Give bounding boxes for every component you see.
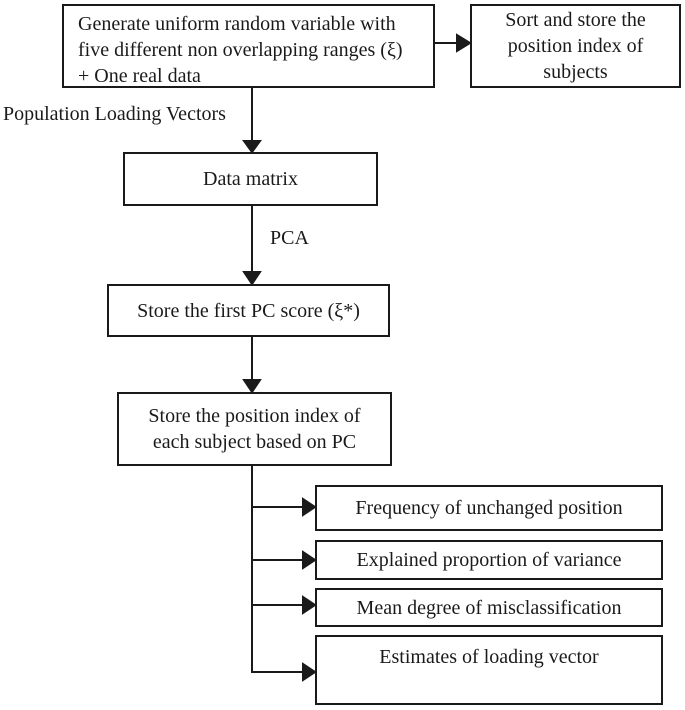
node-misclassification-label: Mean degree of misclassification [356, 596, 622, 619]
node-sort-line-1: Sort and store the [505, 9, 646, 31]
arrow-pcscore-to-positionindex-head [242, 379, 262, 394]
node-estimates-loading-vector: Estimates of loading vector [315, 635, 663, 705]
label-pca: PCA [270, 227, 309, 249]
node-position-index-line-2: each subject based on PC [152, 431, 357, 453]
arrow-to-misclassification-head [302, 595, 317, 615]
node-generate-line-3: + One real data [78, 65, 201, 87]
label-population-loading-vectors: Population Loading Vectors [3, 103, 226, 125]
arrow-generate-to-sort-head [456, 33, 472, 53]
node-generate-random-variable: Generate uniform random variable with fi… [62, 4, 435, 88]
node-sort-line-2: position index of [507, 35, 644, 57]
node-generate-line-1: Generate uniform random variable with [78, 13, 396, 35]
node-data-matrix: Data matrix [123, 152, 378, 206]
node-mean-degree-misclassification: Mean degree of misclassification [315, 588, 663, 627]
node-first-pc-score-label: Store the first PC score (ξ*) [137, 299, 360, 322]
arrow-to-explained-head [302, 550, 317, 570]
node-position-index: Store the position index of each subject… [117, 392, 392, 466]
node-frequency-unchanged-position: Frequency of unchanged position [315, 485, 663, 531]
arrow-to-estimates-head [302, 662, 317, 682]
node-explained-label: Explained proportion of variance [356, 549, 622, 571]
arrow-datamatrix-to-pcscore-head [242, 271, 262, 286]
arrow-to-frequency-head [302, 497, 317, 517]
node-data-matrix-label: Data matrix [203, 168, 298, 190]
node-sort-line-3: subjects [543, 61, 608, 83]
arrow-generate-to-datamatrix-head [242, 140, 262, 154]
node-frequency-label: Frequency of unchanged position [355, 497, 623, 519]
node-explained-proportion-variance: Explained proportion of variance [315, 540, 663, 580]
node-generate-line-2: five different non overlapping ranges (ξ… [78, 39, 403, 61]
node-first-pc-score: Store the first PC score (ξ*) [107, 284, 390, 337]
node-estimates-label: Estimates of loading vector [379, 646, 599, 668]
node-position-index-line-1: Store the position index of [148, 405, 361, 427]
node-sort-and-store: Sort and store the position index of sub… [470, 4, 681, 88]
